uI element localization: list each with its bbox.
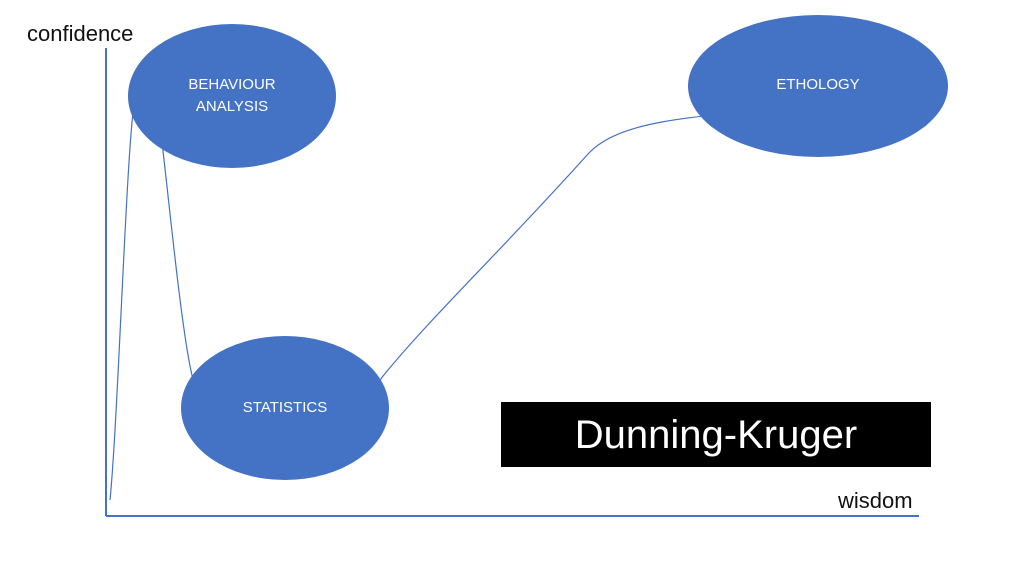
bubble-label-ethology: ETHOLOGY [776,76,860,93]
title-banner: Dunning-Kruger [501,402,931,467]
bubble-label-statistics: STATISTICS [242,399,328,416]
dunning-kruger-curve [109,68,801,501]
bubble-statistics [181,336,389,480]
bubble-behaviour-analysis [128,24,336,168]
y-axis-label: confidence [27,21,134,46]
bubble-label-behaviour-analysis: BEHAVIOUR ANALYSIS [188,76,276,115]
bubble-ethology [688,15,948,157]
diagram-title: Dunning-Kruger [574,412,858,457]
x-axis-label: wisdom [838,488,913,513]
